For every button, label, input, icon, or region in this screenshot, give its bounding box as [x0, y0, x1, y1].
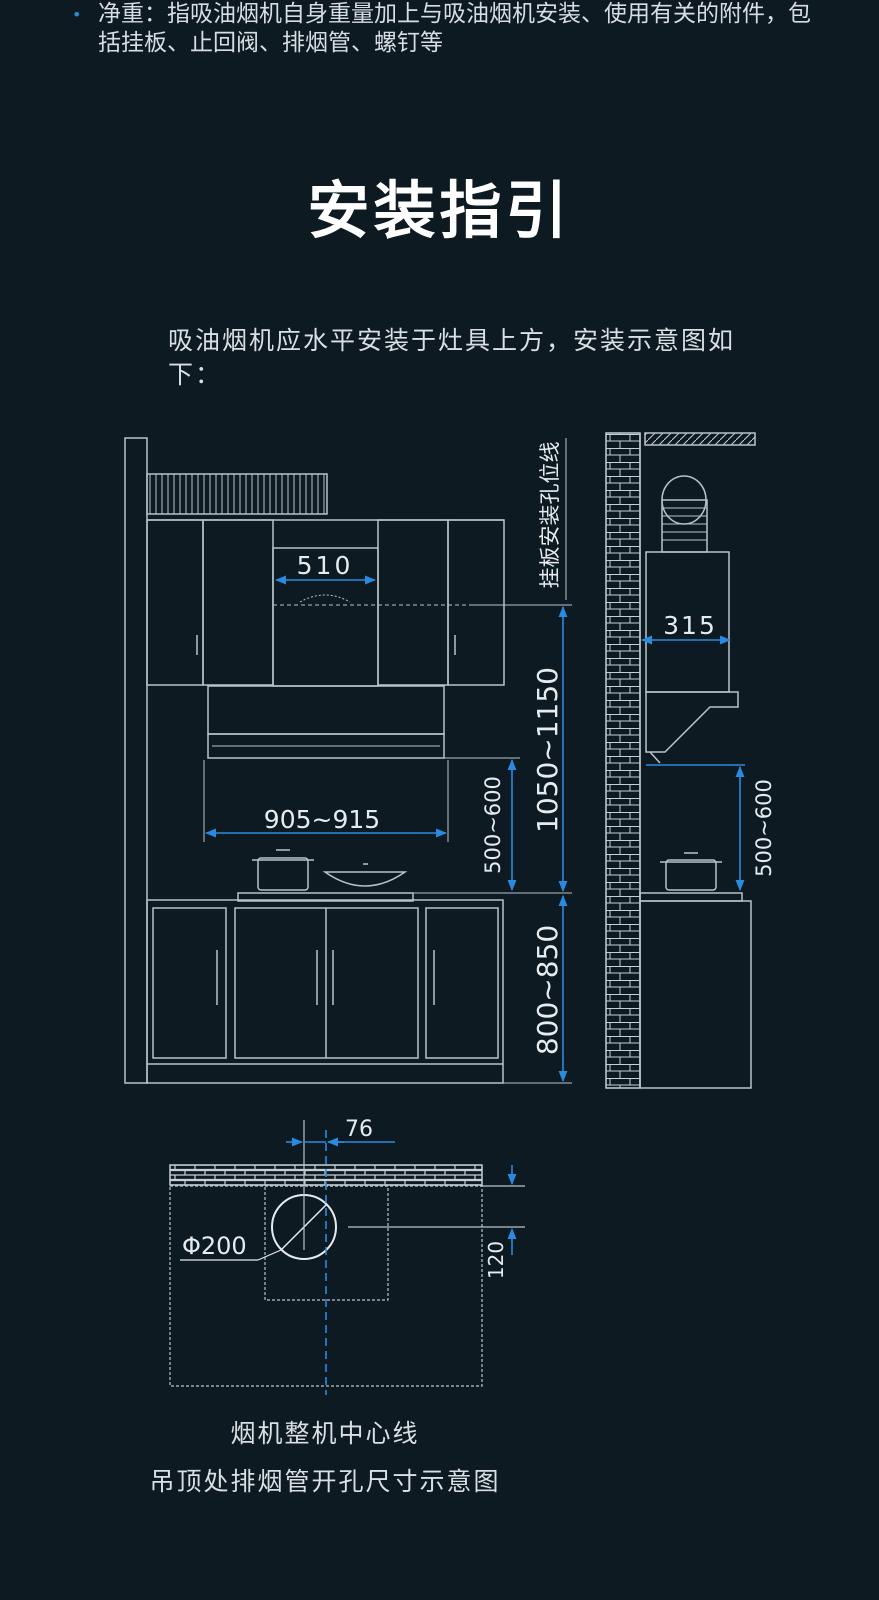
exhaust-duct	[146, 473, 328, 515]
cooktop	[237, 892, 414, 902]
label-offset: 76	[345, 1117, 373, 1142]
page-title: 安装指引	[307, 174, 572, 247]
upper-cabinet-right	[447, 519, 505, 686]
label-hood-width: 510	[297, 551, 354, 580]
caption-centerline: 烟机整机中心线	[230, 1419, 420, 1448]
label-pipe-dia: Φ200	[182, 1232, 247, 1260]
label-panel-width: 905~915	[264, 805, 380, 834]
label-side-height: 500~600	[752, 779, 776, 877]
ceiling-slab	[644, 432, 756, 446]
side-view	[605, 432, 756, 1089]
front-view	[124, 437, 572, 1084]
left-wall	[124, 437, 148, 1084]
label-pipe-height: 120	[484, 1241, 508, 1279]
label-side-depth: 315	[663, 611, 717, 640]
label-front-height: 500~600	[481, 776, 505, 874]
side-hood	[645, 691, 739, 753]
side-pot-icon	[660, 852, 722, 891]
weight-note: • 净重：指吸油烟机自身重量加上与吸油烟机安装、使用有关的附件，包括挂板、止回阀…	[72, 0, 832, 58]
hood-body	[207, 685, 445, 735]
label-mount-line: 挂板安装孔位线	[538, 442, 562, 589]
lower-cabinets	[146, 899, 504, 1084]
side-cabinet	[639, 900, 752, 1089]
brick-wall	[605, 432, 641, 1089]
weight-note-text: 净重：指吸油烟机自身重量加上与吸油烟机安装、使用有关的附件，包括挂板、止回阀、排…	[98, 1, 811, 56]
intro-text: 吸油烟机应水平安装于灶具上方，安装示意图如下：	[168, 326, 736, 389]
pot-icon	[252, 849, 314, 891]
wok-icon	[322, 863, 408, 887]
caption-ceiling: 吊顶处排烟管开孔尺寸示意图	[149, 1467, 501, 1496]
label-counter-height: 800~850	[531, 925, 564, 1055]
bullet-icon: •	[72, 5, 82, 24]
upper-cabinet-left	[146, 519, 204, 686]
label-mount-height: 1050~1150	[531, 667, 564, 833]
